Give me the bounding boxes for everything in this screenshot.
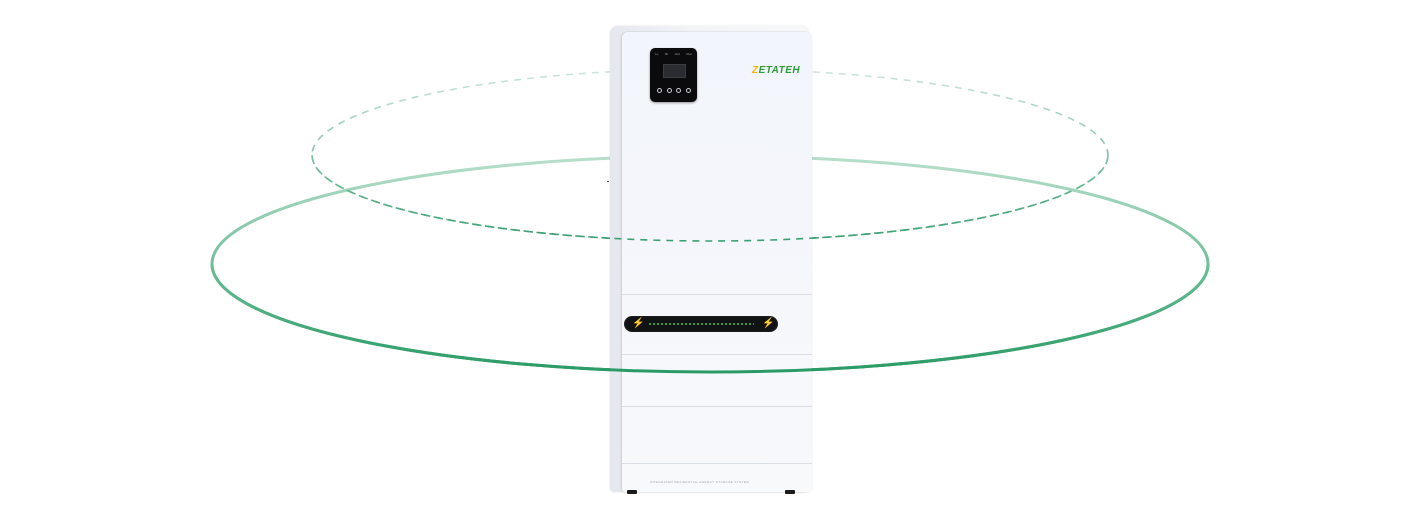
panel-button-icon [657,88,662,93]
panel-label: Lo [655,52,659,56]
lightning-bolt-icon: ⚡ [632,318,645,329]
control-display-panel: Lo Bt Grd Run [650,48,697,102]
module-seam [622,294,812,295]
lcd-screen [663,64,686,78]
panel-buttons [657,88,691,93]
module-seam [622,406,812,407]
panel-button-icon [685,88,691,93]
cabinet-footer-text: INTEGRATED RESIDENTIAL ENERGY STORAGE SY… [650,480,750,484]
brand-logo-prefix: Z [752,65,759,76]
panel-label: Grd [674,52,680,56]
solid-orbit-front-arc [210,263,1210,374]
panel-indicator-labels: Lo Bt Grd Run [655,53,692,56]
cabinet-foot [785,490,795,494]
battery-cabinet: Lo Bt Grd Run ZETATEH ⚡ ⚡ INTEGRATED RES… [622,32,812,492]
dashed-orbit-front-arc [311,154,1109,242]
module-seam [622,463,812,464]
cabinet-foot [627,490,637,494]
panel-button-icon [676,88,682,93]
brand-logo-rest: ETATEH [758,65,801,76]
lightning-bolt-icon: ⚡ [762,318,775,329]
cabinet-edge-mark [607,181,609,182]
module-seam [622,354,812,355]
brand-logo: ZETATEH [752,65,800,76]
panel-label: Run [686,52,692,56]
battery-led-bar: ⚡ ⚡ [624,316,778,332]
panel-button-icon [666,88,672,93]
led-indicator-dots [648,323,754,325]
panel-label: Bt [665,52,668,56]
